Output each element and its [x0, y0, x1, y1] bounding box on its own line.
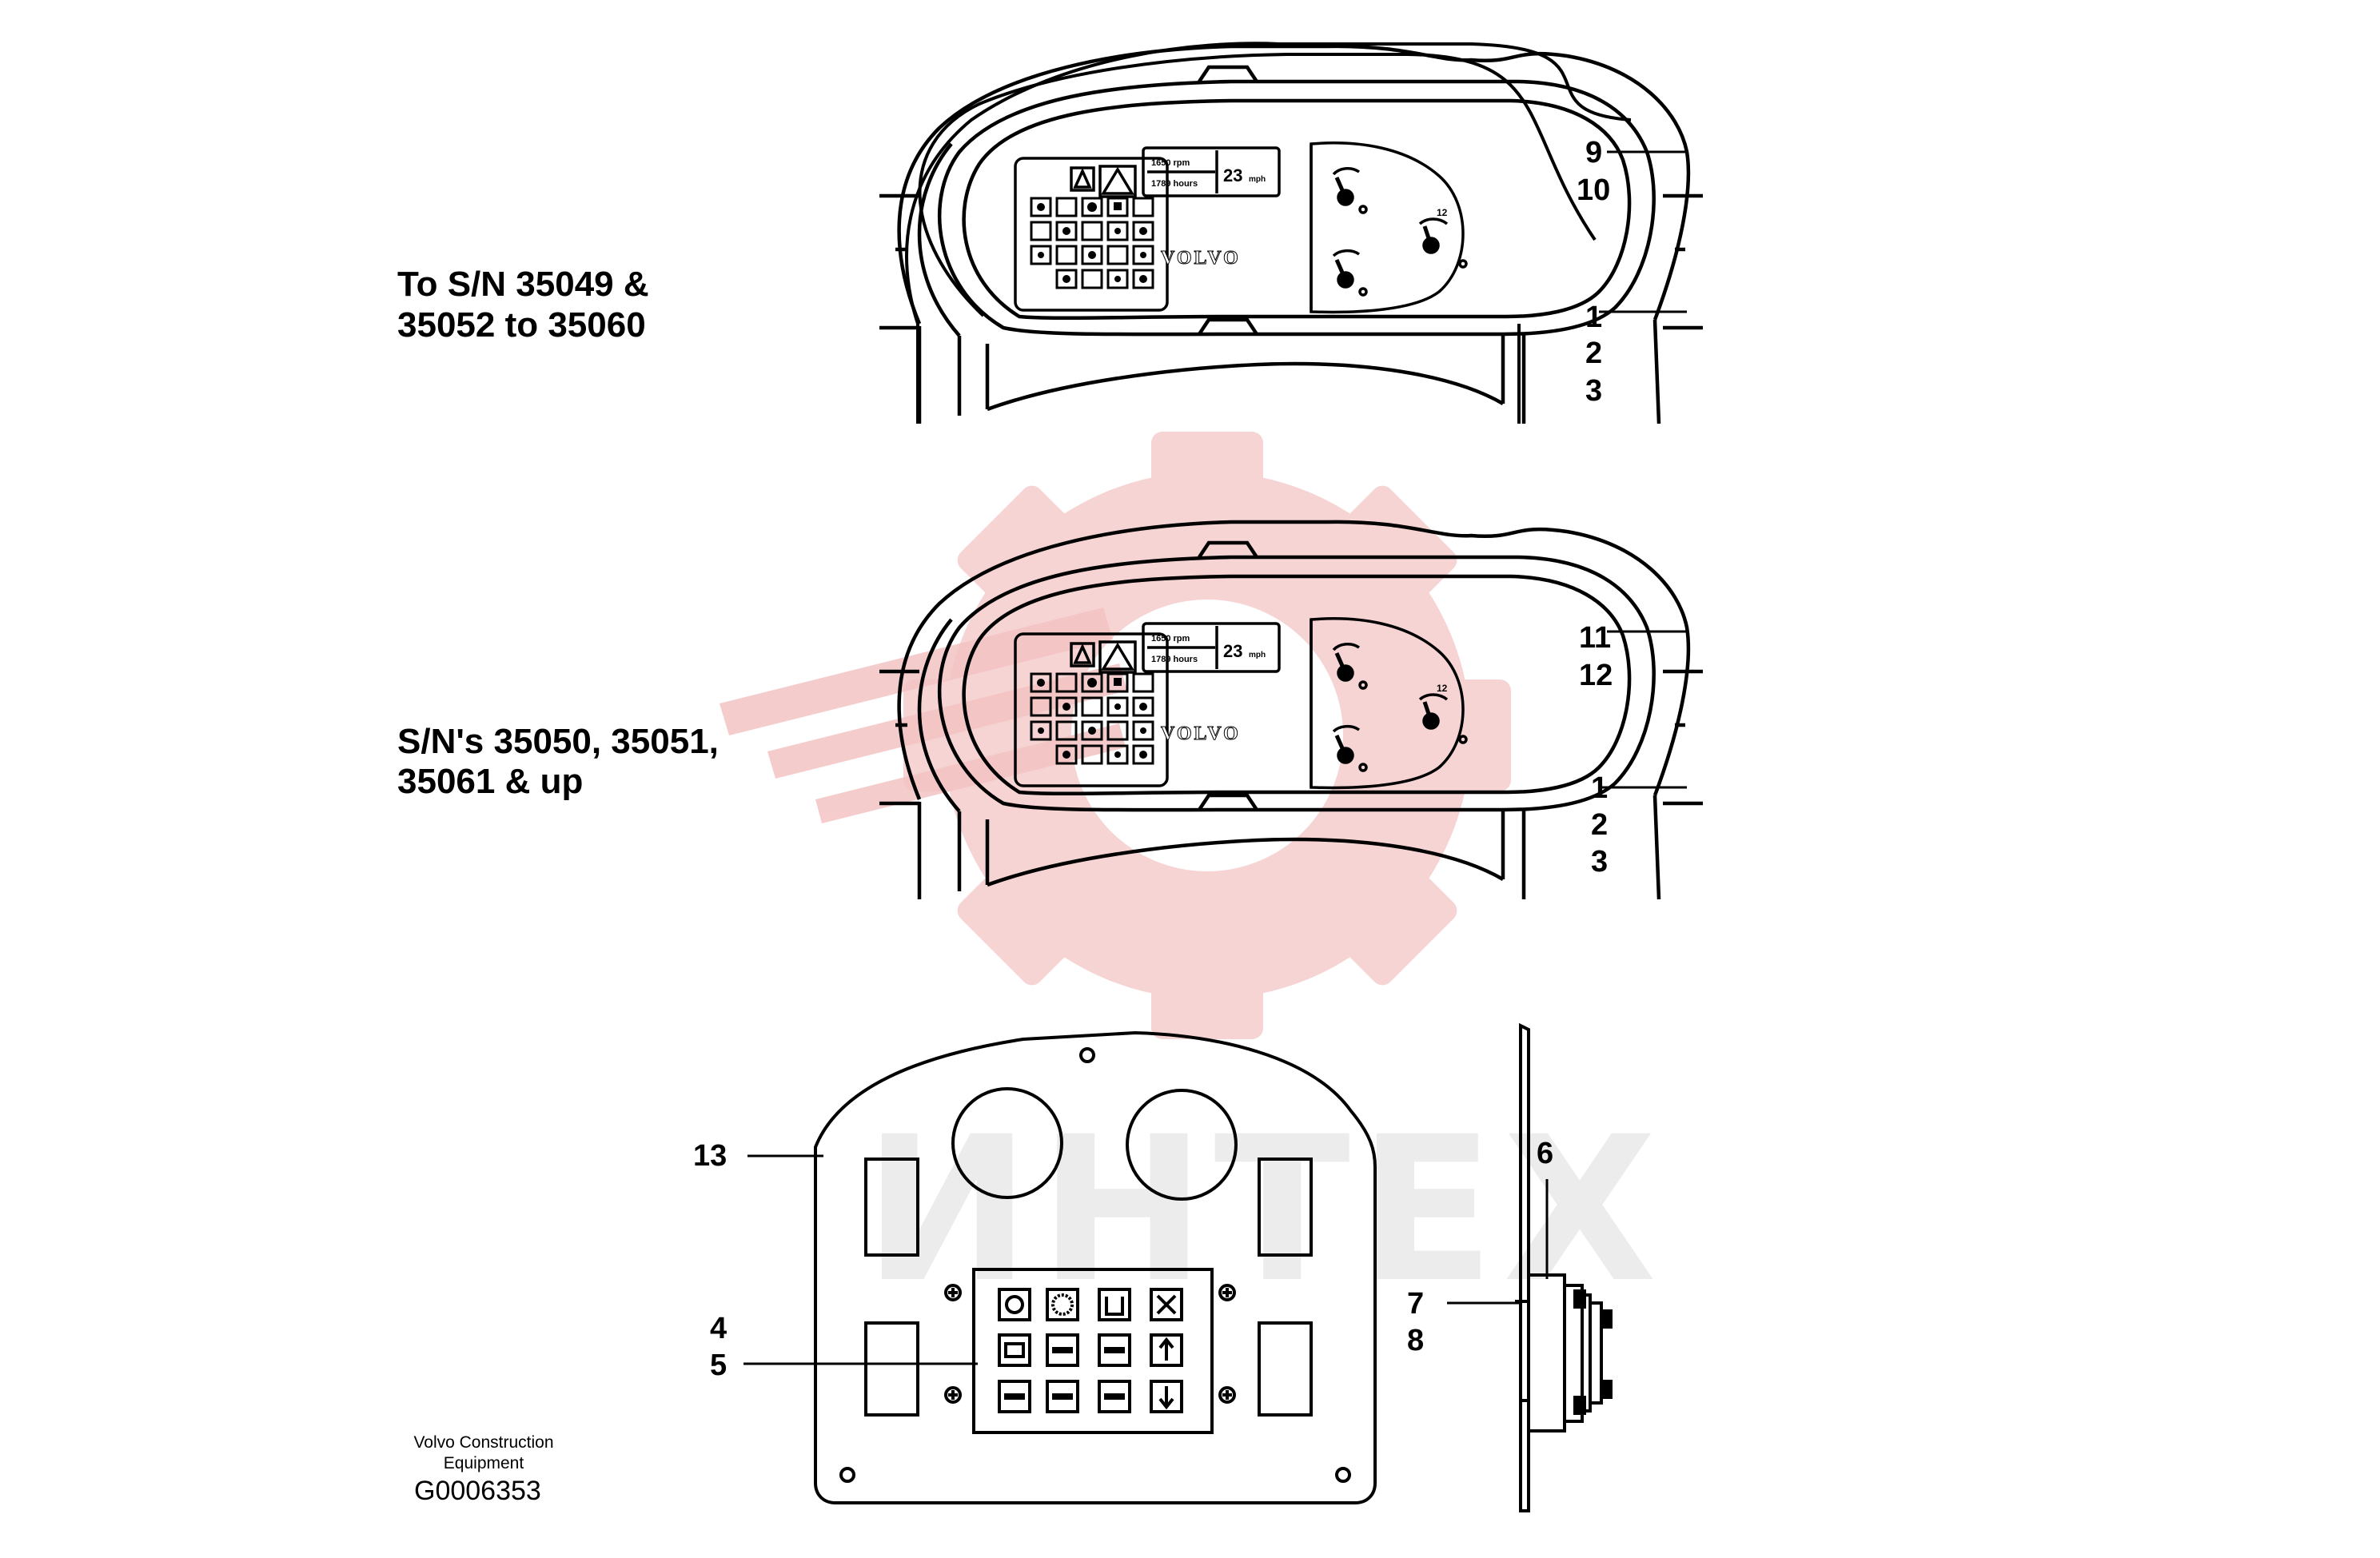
figure-code: G0006353	[414, 1476, 541, 1506]
upper-caption-line1: To S/N 35049 &	[397, 265, 649, 304]
callout-4: 4	[710, 1312, 728, 1345]
upper-display	[1142, 146, 1281, 197]
lower-hours-readout: 1789 hours	[1151, 655, 1198, 664]
callout-6: 6	[1537, 1137, 1554, 1170]
callout-upper-1: 1	[1585, 301, 1603, 334]
upper-brand-logo: VOLVO	[1161, 248, 1241, 269]
lower-brand-logo: VOLVO	[1161, 723, 1241, 744]
lower-rpm-readout: 1650 rpm	[1151, 634, 1190, 644]
lower-speed-unit: mph	[1249, 651, 1266, 659]
callout-13: 13	[693, 1139, 728, 1173]
lower-caption-line1: S/N's 35050, 35051,	[397, 722, 719, 761]
callout-10: 10	[1577, 173, 1611, 207]
upper-speed-unit: mph	[1249, 175, 1266, 184]
watermark-text: ИНТЕХ	[863, 1094, 1665, 1326]
upper-warning-panel	[1014, 157, 1169, 312]
upper-gauge-mark: 12	[1437, 207, 1448, 218]
upper-hours-readout: 1789 hours	[1151, 179, 1198, 189]
callout-12: 12	[1579, 659, 1613, 692]
lower-caption-line2: 35061 & up	[397, 762, 584, 801]
callout-lower-1: 1	[1591, 771, 1609, 805]
lower-speed-readout: 23	[1223, 641, 1242, 661]
company-name-line1: Volvo Construction	[413, 1433, 554, 1452]
watermark-gear	[720, 432, 1511, 1039]
lower-gauge-panel	[1310, 617, 1468, 790]
callout-lower-2: 2	[1591, 808, 1609, 842]
dash-panel	[814, 1030, 1377, 1504]
lower-gauge-mark: 12	[1437, 683, 1448, 694]
lower-warning-panel	[1014, 632, 1169, 787]
callout-upper-2: 2	[1585, 337, 1603, 370]
lower-cluster-outline	[879, 520, 1703, 900]
switch-block	[944, 1268, 1236, 1434]
company-name-line2: Equipment	[443, 1454, 524, 1472]
callout-5: 5	[710, 1349, 728, 1382]
upper-rpm-readout: 1650 rpm	[1151, 158, 1190, 168]
lower-display	[1142, 622, 1281, 673]
callout-7: 7	[1407, 1287, 1425, 1321]
leader-lines	[744, 150, 1687, 1365]
side-view-assembly	[1515, 1022, 1613, 1512]
callout-lower-3: 3	[1591, 845, 1609, 879]
callout-9: 9	[1585, 136, 1603, 169]
upper-caption-line2: 35052 to 35060	[397, 305, 646, 345]
upper-gauge-panel	[1310, 141, 1468, 314]
upper-cluster	[899, 50, 1548, 345]
callout-11: 11	[1579, 621, 1612, 655]
callout-upper-3: 3	[1585, 374, 1603, 408]
upper-speed-readout: 23	[1223, 165, 1242, 185]
callout-8: 8	[1407, 1324, 1425, 1357]
